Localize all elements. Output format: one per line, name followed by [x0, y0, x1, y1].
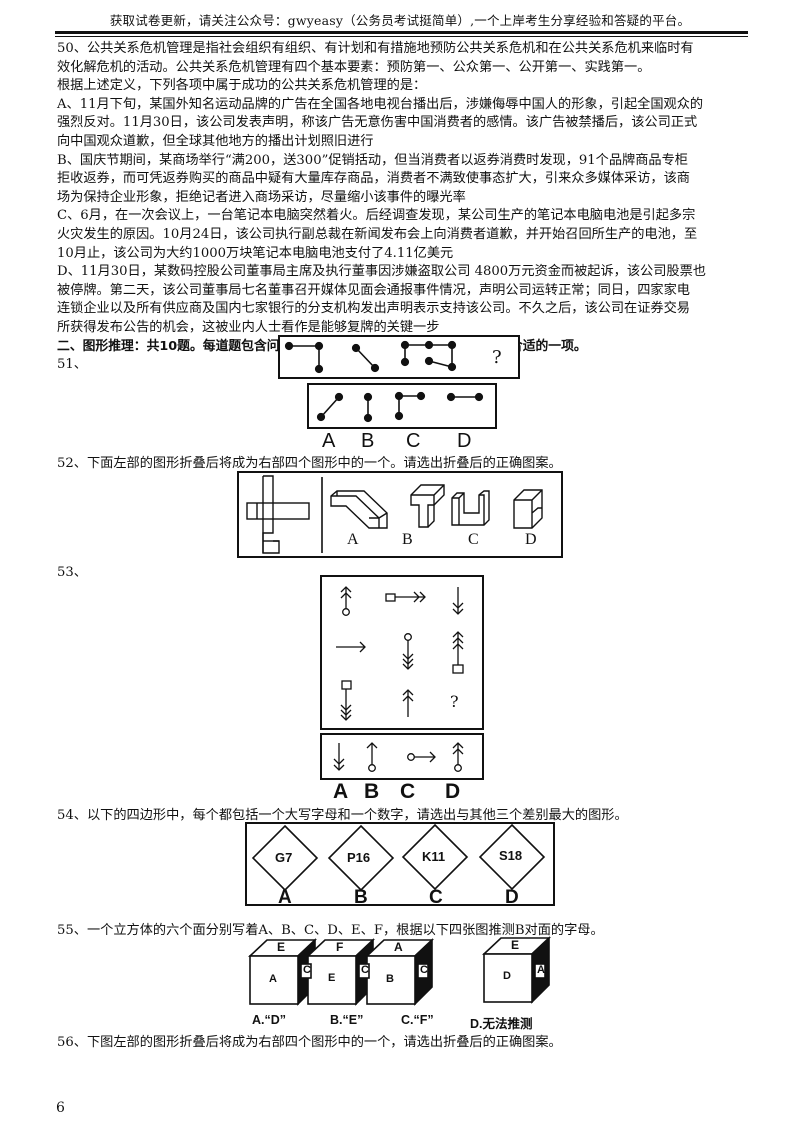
q54-diamonds-icon: [251, 823, 546, 892]
q54-figure: G7 P16 K11 S18 A B C D: [245, 822, 555, 908]
q55-cube4-side: A: [537, 964, 545, 976]
q55-option-a: A.“D”: [252, 1013, 287, 1027]
q52-stem: 52、下面左部的图形折叠后将成为右部四个图形中的一个。请选出折叠后的正确图案。: [57, 456, 562, 471]
q55-cube4-top: E: [511, 938, 520, 952]
q50-option-c: 10月止，该公司为大约1000万块笔记本电脑电池支付了4.11亿美元: [57, 245, 454, 261]
q50-option-a: A、11月下旬，某国外知名运动品牌的广告在全国各地电视台播出后，涉嫌侮辱中国人的…: [57, 96, 704, 112]
q50-option-a: 强烈反对。11月30日，该公司发表声明，称该广告无意伤害中国消费者的感情。该广告…: [57, 115, 698, 131]
q51-number: 51、: [57, 357, 87, 373]
q52-option-c: C: [468, 531, 479, 548]
page-header: 获取试卷更新，请关注公众号：gwyeasy（公务员考试挺简单）,一个上岸考生分享…: [109, 13, 691, 28]
q50-option-d: 被停牌。第二天，该公司董事局七名董事召开媒体见面会通报事件情况，声明公司运转正常…: [57, 282, 690, 298]
q55-option-c: C.“F”: [401, 1013, 434, 1027]
q56-stem: 56、下图左部的图形折叠后将成为右部四个图形中的一个，请选出折叠后的正确图案。: [57, 1035, 562, 1050]
q52-figure: A B C D: [237, 471, 563, 558]
q54-diamond-d-text: S18: [499, 848, 523, 863]
q52-option-d: D: [525, 531, 537, 548]
q50-option-b: 拒收返券，而可凭返券购买的商品中疑有大量库存商品，消费者不满致使事态扩大，引来众…: [57, 171, 690, 187]
q54-option-d: D: [505, 887, 519, 908]
q54-diamond-b-text: P16: [347, 850, 371, 865]
q53-arrow-grid-icon: [336, 586, 464, 721]
q51-option-d: D: [457, 430, 472, 452]
q55-cube1-side: C: [303, 964, 311, 976]
q55-cube3-top: A: [394, 940, 403, 954]
q50-option-b: B、国庆节期间，某商场举行“满200，送300”促销括动，但当消费者以返券消费时…: [57, 152, 688, 168]
q50-option-b: 场为保持企业形象，拒绝记者进入商场采访，尽量缩小该事件的曝光率: [57, 189, 466, 205]
q55-cubes-icon: [247, 936, 552, 1006]
q55-cube1-front: A: [269, 973, 277, 985]
q53-options-figure: [320, 733, 484, 780]
q55-cube2-front: E: [328, 972, 336, 984]
q53-option-c: C: [400, 780, 416, 803]
q53-option-d: D: [445, 780, 461, 803]
q54-option-b: B: [354, 887, 368, 908]
q51-option-dots-icon: [316, 391, 484, 423]
q55-cube4-front: D: [503, 970, 511, 982]
q54-option-c: C: [429, 887, 443, 908]
q54-diamond-a-text: G7: [275, 850, 293, 865]
q51-question-mark: ?: [492, 347, 502, 368]
q55-cubes-figure: E A C F E C A B C E D A: [247, 936, 558, 1013]
q55-cube3-side: C: [420, 964, 428, 976]
q53-option-b: B: [364, 780, 380, 803]
q53-question-mark: ?: [450, 692, 459, 711]
q54-stem: 54、以下的四边形中，每个都包括一个大写字母和一个数字，请选出与其他三个差别最大…: [57, 808, 628, 823]
q53-option-arrows-icon: [333, 742, 464, 772]
q51-options-figure: [307, 383, 497, 429]
page-number: 6: [56, 1100, 65, 1116]
q50-option-d: 连锁企业以及所有供应商及国内七家银行的分支机构发出声明表示支持该公司。不久之后，…: [57, 301, 690, 317]
question-50: 50、公共关系危机管理是指社会组织有组织、有计划和有措施地预防公共关系危机和在公…: [57, 40, 749, 375]
q55-cube1-top: E: [277, 940, 286, 954]
q55-cube2-side: C: [361, 964, 369, 976]
q55-option-d: D.无法推测: [470, 1017, 533, 1031]
q52-net-and-blocks-icon: [246, 475, 543, 554]
q50-stem-line: 50、公共关系危机管理是指社会组织有组织、有计划和有措施地预防公共关系危机和在公…: [57, 41, 694, 56]
q50-option-d: 所获得发布公告的机会，这被业内人士看作是能够复牌的关键一步: [57, 319, 440, 335]
q53-number: 53、: [57, 565, 87, 580]
q50-option-a: 向中国观众道歉，但全球其他地方的播出计划照旧进行: [57, 133, 374, 149]
q55-option-b: B.“E”: [330, 1013, 364, 1027]
q55-cube3-front: B: [386, 973, 394, 985]
q50-option-c: C、6月，在一次会议上，一台笔记本电脑突然着火。后经调查发现，某公司生产的笔记本…: [57, 208, 696, 224]
q50-stem-line: 效化解危机的活动。公共关系危机管理有四个基本要素：预防第一、公众第一、公开第一、…: [57, 59, 651, 75]
header-rule-thin: [55, 36, 748, 37]
header-rule-thick: [55, 31, 748, 34]
q53-question-figure: ?: [320, 575, 484, 730]
q52-option-b: B: [402, 531, 413, 548]
q50-option-c: 火灾发生的原因。10月24日，该公司执行副总裁在新闻发布会上向消费者道歉，并开始…: [57, 226, 698, 242]
q55-stem: 55、一个立方体的六个面分别写着A、B、C、D、E、F，根据以下四张图推测B对面…: [57, 923, 604, 938]
q51-option-c: C: [406, 430, 421, 452]
q51-option-b: B: [361, 430, 375, 452]
q55-cube2-top: F: [336, 940, 344, 954]
q51-option-a: A: [322, 430, 336, 452]
q54-diamond-c-text: K11: [422, 849, 446, 864]
q50-question: 根据上述定义，下列各项中属于成功的公共关系危机管理的是：: [57, 78, 427, 94]
q51-dot-pattern-icon: [284, 340, 457, 374]
q51-question-figure: ?: [278, 335, 520, 379]
q54-option-a: A: [278, 887, 292, 908]
q52-option-a: A: [347, 531, 359, 548]
q50-option-d: D、11月30日，某数码控股公司董事局主席及执行董事因涉嫌盗取公司 4800万元…: [57, 264, 706, 280]
q53-option-a: A: [333, 780, 349, 803]
